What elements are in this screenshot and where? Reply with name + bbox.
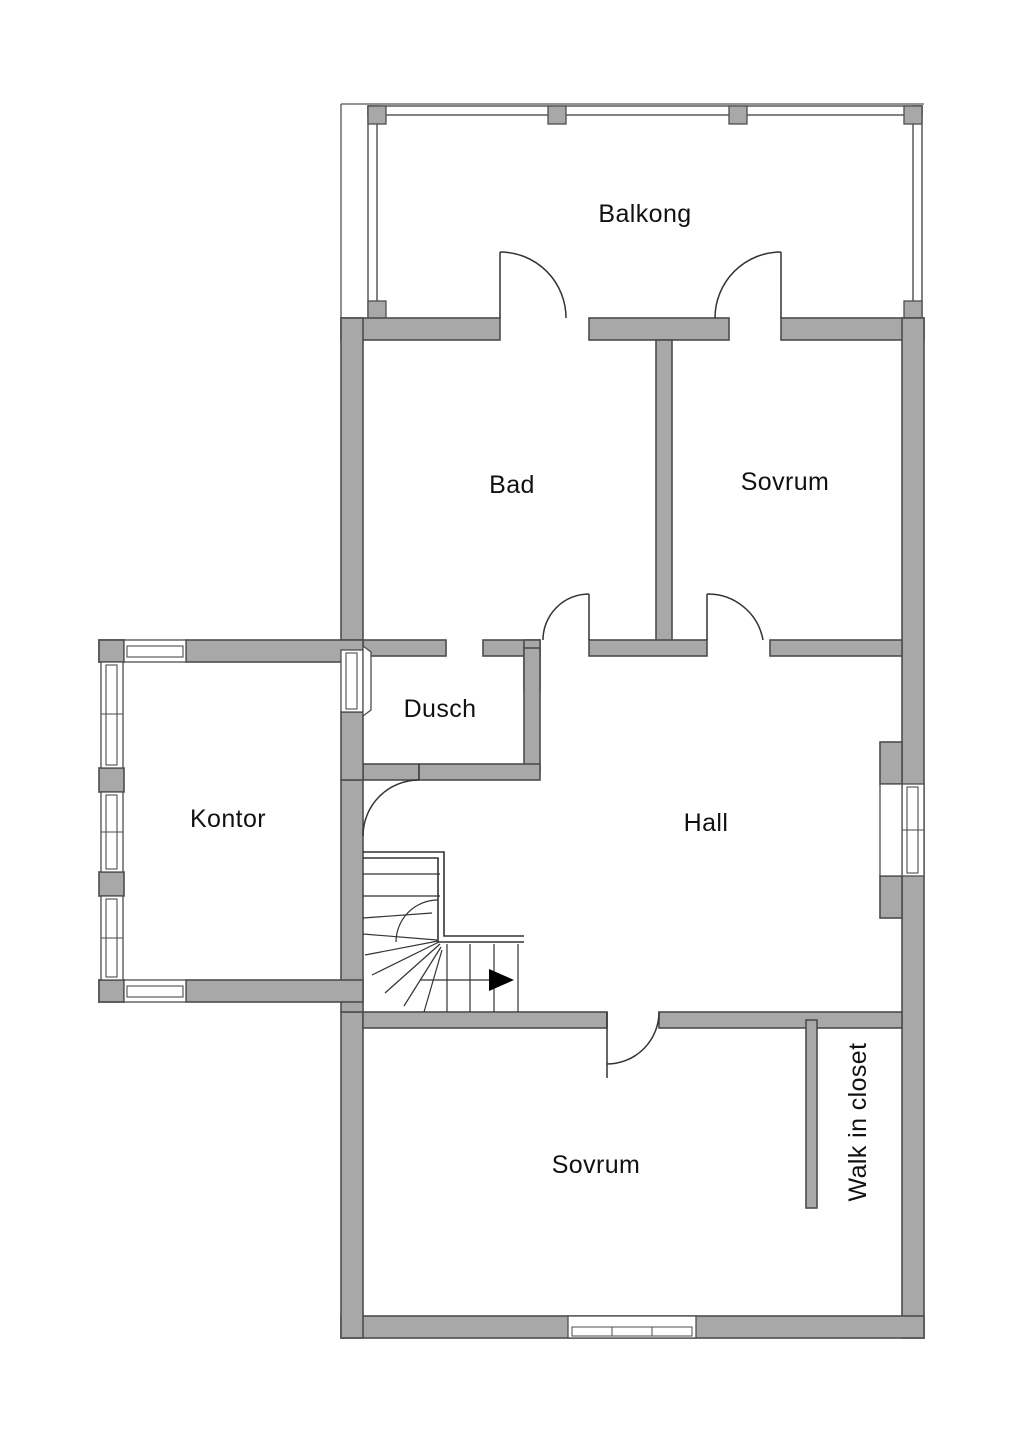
wall-left-stairshaft — [340, 779, 364, 1013]
rail-post — [903, 105, 923, 125]
room-label-bad: Bad — [489, 471, 535, 499]
door-balcony-right — [714, 251, 782, 319]
room-label-walk-in-closet: Walk in closet — [844, 1043, 872, 1202]
rail-post — [903, 300, 923, 320]
room-label-sovrum-lower: Sovrum — [552, 1151, 641, 1179]
stair-treads-upper — [362, 873, 440, 919]
room-label-balkong: Balkong — [598, 200, 691, 228]
room-label-sovrum-upper: Sovrum — [741, 468, 830, 496]
window-kontor-left-2 — [100, 791, 124, 873]
wall-kontor-bottom-right — [185, 979, 364, 1003]
room-labels: Balkong Bad Sovrum Dusch Kontor Hall Sov… — [190, 200, 872, 1201]
room-label-kontor: Kontor — [190, 805, 266, 833]
wall-left-bad — [340, 317, 364, 649]
wall-left-lower — [340, 1011, 364, 1339]
wall-hall-bottom-right — [658, 1011, 903, 1029]
wall-sovrum-bottom-left — [588, 639, 708, 657]
wall-kontor-pier-mid-lower — [98, 871, 125, 897]
window-hall-right — [879, 783, 925, 877]
rail-post — [728, 105, 748, 125]
window-kontor-left-1 — [100, 661, 124, 769]
balcony-slab-edge — [340, 103, 924, 318]
rail-post — [547, 105, 567, 125]
wall-top-mid — [588, 317, 730, 341]
door-sovrum-upper — [706, 593, 764, 641]
wall-bad-bottom-left — [362, 639, 447, 657]
wall-sovrum-bottom-right — [769, 639, 903, 657]
balcony-rail-posts — [367, 105, 923, 320]
doors-layer — [362, 251, 782, 1078]
wall-hall-bottom-left — [362, 1011, 608, 1029]
wall-bad-sovrum-divider — [655, 339, 673, 649]
window-kontor-bottom — [123, 979, 187, 1003]
windows-layer — [100, 639, 925, 1339]
room-label-hall: Hall — [684, 809, 729, 837]
wall-notch-upper — [879, 741, 903, 785]
wall-dusch-left-lower — [340, 711, 364, 781]
wall-top-left — [340, 317, 501, 341]
door-kontor — [362, 764, 420, 837]
wall-kontor-top-right — [185, 639, 364, 663]
wall-walkin-closet-partition — [805, 1019, 818, 1209]
staircase — [362, 851, 524, 1013]
wall-kontor-pier-bottom — [98, 979, 125, 1003]
room-label-dusch: Dusch — [404, 695, 477, 723]
window-kontor-left-3 — [100, 895, 124, 981]
wall-kontor-pier-top — [98, 639, 125, 663]
rail-post — [367, 300, 387, 320]
wall-notch-lower — [879, 875, 903, 919]
window-kontor-top — [123, 639, 187, 663]
door-sovrum-lower — [606, 1011, 660, 1078]
door-balcony-left — [499, 251, 567, 319]
window-dusch-left — [340, 644, 372, 718]
stair-winders — [362, 933, 443, 1013]
wall-dusch-bottom — [362, 763, 541, 781]
window-sovrum-bottom — [567, 1315, 697, 1339]
wall-dusch-right — [523, 647, 541, 773]
stair-direction-arrow — [489, 969, 514, 991]
door-bad — [542, 593, 590, 641]
rail-post — [367, 105, 387, 125]
wall-kontor-pier-mid-upper — [98, 767, 125, 793]
